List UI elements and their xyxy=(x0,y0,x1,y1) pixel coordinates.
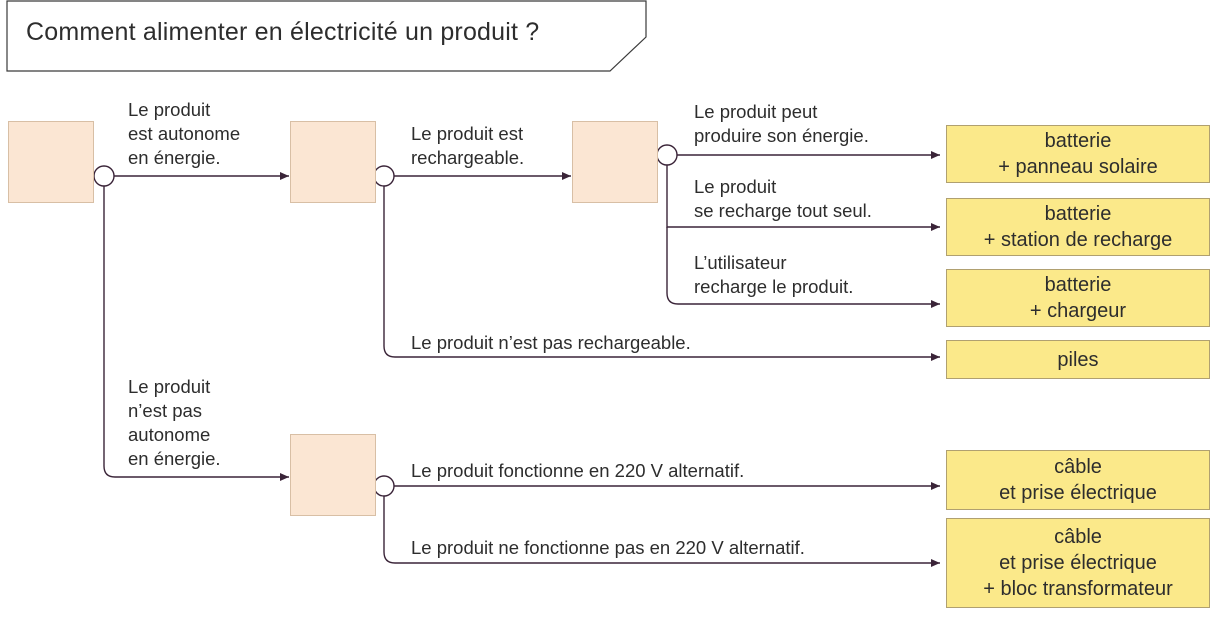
result-station-recharge: batterie+ station de recharge xyxy=(946,198,1210,256)
result-chargeur: batterie+ chargeur xyxy=(946,269,1210,327)
wire-non-rechargeable xyxy=(383,186,940,361)
junction-circle xyxy=(373,165,395,187)
node-autonome xyxy=(290,121,376,203)
junction-circle xyxy=(656,144,678,166)
result-piles: piles xyxy=(946,340,1210,379)
title-frame xyxy=(6,0,647,72)
wire-utilisateur xyxy=(666,227,940,308)
node-start xyxy=(8,121,94,203)
label-ac-220: Le produit fonctionne en 220 V alternati… xyxy=(411,460,745,481)
wire-non-autonome xyxy=(103,186,289,481)
diagram-title: Comment alimenter en électricité un prod… xyxy=(26,18,540,46)
junction-circle xyxy=(373,475,395,497)
junction-circle xyxy=(93,165,115,187)
label-non-ac-220: Le produit ne fonctionne pas en 220 V al… xyxy=(411,537,805,558)
wire-non-ac-220 xyxy=(383,496,940,567)
node-non-autonome xyxy=(290,434,376,516)
label-non-rechargeable: Le produit n’est pas rechargeable. xyxy=(411,332,691,353)
result-panneau-solaire: batterie+ panneau solaire xyxy=(946,125,1210,183)
node-rechargeable xyxy=(572,121,658,203)
